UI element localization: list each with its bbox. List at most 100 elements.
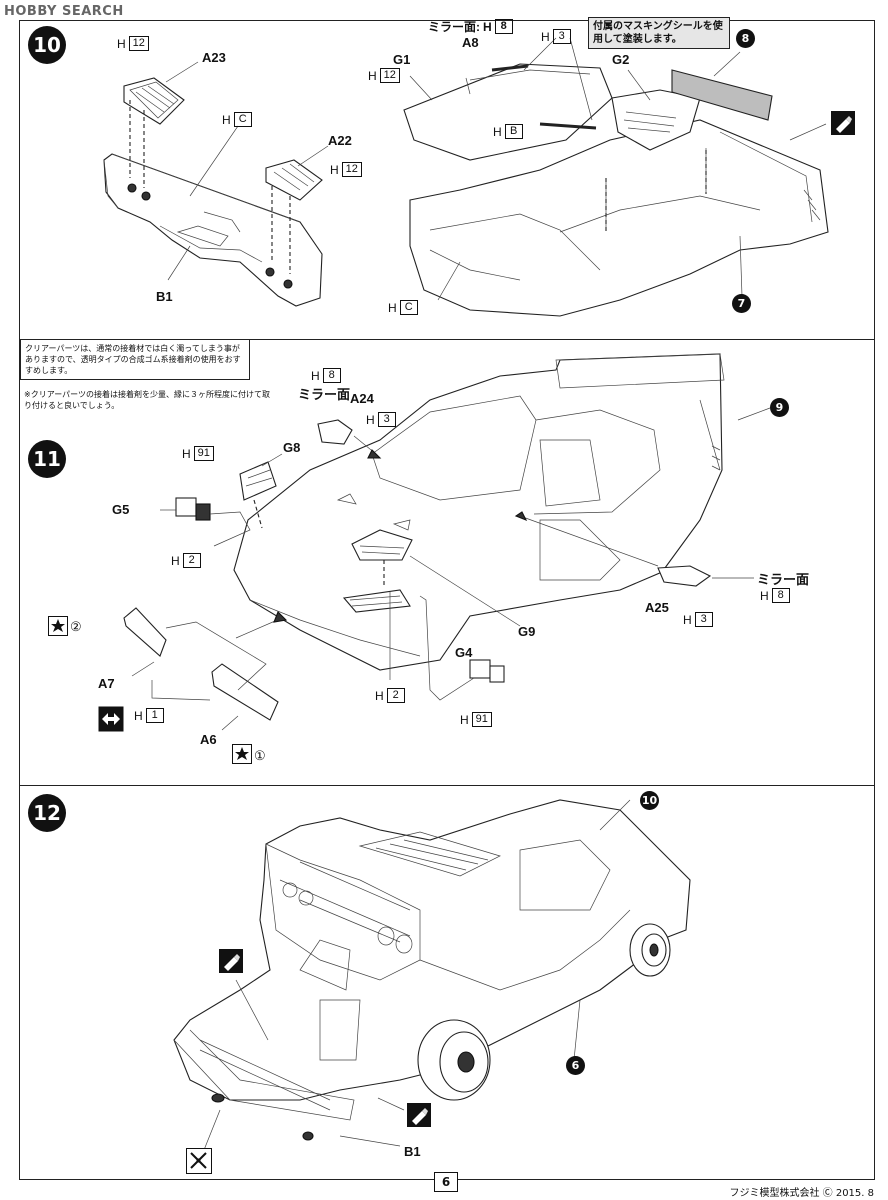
a7-part-drawing [123,607,167,657]
g4-part-drawing [419,595,505,701]
glue-tube-icon-step12-left [218,948,244,974]
watermark-logo: HOBBY SEARCH [4,4,124,19]
color-code-box: 12 [128,36,149,51]
color-prefix: H [134,708,143,723]
color-prefix: H [760,588,769,603]
glue-tube-icon [830,110,856,136]
clear-parts-gluing-tip: ※クリアーパーツの接着は接着剤を少量、縁に３ヶ所程度に付けて取り付けると良いでし… [24,390,270,410]
color-prefix: H [366,412,375,427]
color-prefix: H [460,712,469,727]
mirror-face-label-right: ミラー面 [757,572,810,587]
color-code-box: 91 [471,712,492,727]
mirror-face-label-left: ミラー面 [298,387,351,402]
color-code-hc-body: H C [388,300,418,315]
clear-parts-adhesive-note: クリアーパーツは、通常の接着材では白く濁ってしまう事がありますので、透明タイプの… [20,339,250,380]
color-code-h2-center: H 2 [375,688,405,703]
color-prefix: H [483,19,492,34]
g5-part-drawing [160,497,251,547]
assembled-car-drawing [173,799,691,1141]
color-prefix: H [171,553,180,568]
callout-6: 6 [566,1056,585,1075]
part-label-g4: G4 [455,645,473,660]
divider-step11-12 [19,785,875,786]
color-prefix: H [330,162,339,177]
color-prefix: H [388,300,397,315]
color-code-box: 12 [341,162,362,177]
part-label-a22: A22 [328,133,352,148]
color-code-h3-a24: H 3 [366,412,396,427]
part-label-g1: G1 [393,52,411,67]
masking-seal-note: 付属のマスキングシールを使用して塗装します。 [588,17,730,49]
callout-8: 8 [736,29,755,48]
step-number-11: 11 [28,440,66,478]
part-label-a7: A7 [98,676,115,691]
color-code-h12-a22: H 12 [330,162,362,177]
glue-tube-icon-step12-right [406,1102,432,1128]
a6-part-drawing [211,663,279,721]
color-code-hb: H B [493,124,523,139]
color-code-box: 2 [182,553,201,568]
color-prefix: H [683,612,692,627]
b1-floor-tray-drawing [103,153,323,307]
color-code-box: B [504,124,523,139]
page-number: 6 [434,1172,458,1192]
mirror-face-color-code: ミラー面: H 8 [428,18,513,35]
divider-step10-11 [19,339,875,340]
part-label-a8: A8 [462,35,479,50]
color-code-h8-a25: H 8 [760,588,790,603]
color-code-h3-wing: H 3 [541,29,571,44]
color-code-h8-a24: H 8 [311,368,341,383]
color-code-box: 3 [552,29,571,44]
a24-mirror-drawing [317,419,353,445]
callout-9: 9 [770,398,789,417]
mark-circle-1: ① [254,748,266,763]
part-label-g2: G2 [612,52,630,67]
color-code-box: 1 [145,708,164,723]
step-number-10: 10 [28,26,66,64]
color-code-h12-g1: H 12 [368,68,400,83]
color-code-h1: H 1 [134,708,164,723]
color-code-box: 12 [379,68,400,83]
color-code-h91-g5: H 91 [182,446,214,461]
rear-body-shell-drawing [403,63,829,317]
part-label-a23: A23 [202,50,226,65]
a23-part-drawing [123,77,185,188]
a22-part-drawing [265,159,323,274]
g8-part-drawing [239,461,277,501]
part-label-g8: G8 [283,440,301,455]
star-clear-part-icon-2 [232,744,252,764]
part-label-b1-step10: B1 [156,289,173,304]
color-code-box: 8 [322,368,341,383]
cut-nipper-icon [186,1148,212,1174]
color-code-box: 2 [386,688,405,703]
color-prefix: H [493,124,502,139]
part-label-g5: G5 [112,502,130,517]
color-prefix: H [117,36,126,51]
color-code-box: 3 [694,612,713,627]
color-code-h12-a23: H 12 [117,36,149,51]
step-number-12: 12 [28,794,66,832]
part-label-a25: A25 [645,600,669,615]
color-code-h2-left: H 2 [171,553,201,568]
color-prefix: H [182,446,191,461]
color-code-box: 8 [771,588,790,603]
color-prefix: H [311,368,320,383]
color-prefix: H [375,688,384,703]
color-prefix: H [222,112,231,127]
color-code-h91-g4: H 91 [460,712,492,727]
color-prefix: H [541,29,550,44]
color-code-box: C [399,300,418,315]
mark-circle-2: ② [70,619,82,634]
part-label-b1-step12: B1 [404,1144,421,1159]
part-label-a6: A6 [200,732,217,747]
double-arrow-both-sides-icon [98,706,124,732]
color-code-h3-a25: H 3 [683,612,713,627]
star-clear-part-icon [48,616,68,636]
callout-10: 10 [640,791,659,810]
color-code-hc-tray: H C [222,112,252,127]
copyright-text: フジミ模型株式会社 Ⓒ 2015. 8 [729,1188,874,1199]
color-code-box: 8 [494,19,513,34]
part-label-g9: G9 [518,624,536,639]
